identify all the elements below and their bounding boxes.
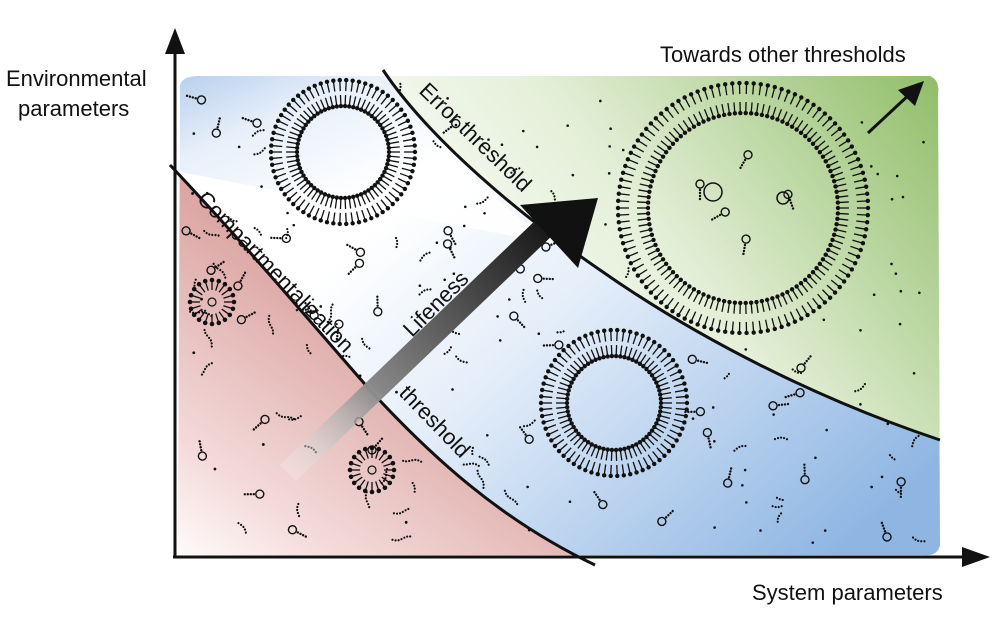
error-threshold-curve (381, 69, 941, 442)
molecule-scatter (181, 82, 926, 544)
towards-other-arrow (866, 81, 924, 135)
y-axis-label-line2: parameters (18, 96, 129, 121)
green-region (383, 76, 941, 440)
vesicle-top-left (268, 77, 418, 227)
vesicle-large-green (615, 80, 871, 336)
y-axis-label-line1: Environmental (6, 66, 147, 91)
x-axis-arrowhead (962, 547, 990, 567)
axes (165, 28, 990, 567)
y-axis-arrowhead (165, 28, 185, 54)
micelle-red-bottom (347, 445, 397, 495)
towards-other-label: Towards other thresholds (660, 42, 906, 67)
red-region (177, 165, 595, 556)
vesicle-bottom-right (538, 327, 690, 479)
blue-region-top (177, 76, 560, 245)
background-regions (177, 76, 941, 556)
micelle-red-top (187, 277, 237, 327)
vesicles (187, 77, 871, 495)
x-axis-label: System parameters (752, 580, 943, 605)
lifeness-arrow (280, 198, 598, 481)
